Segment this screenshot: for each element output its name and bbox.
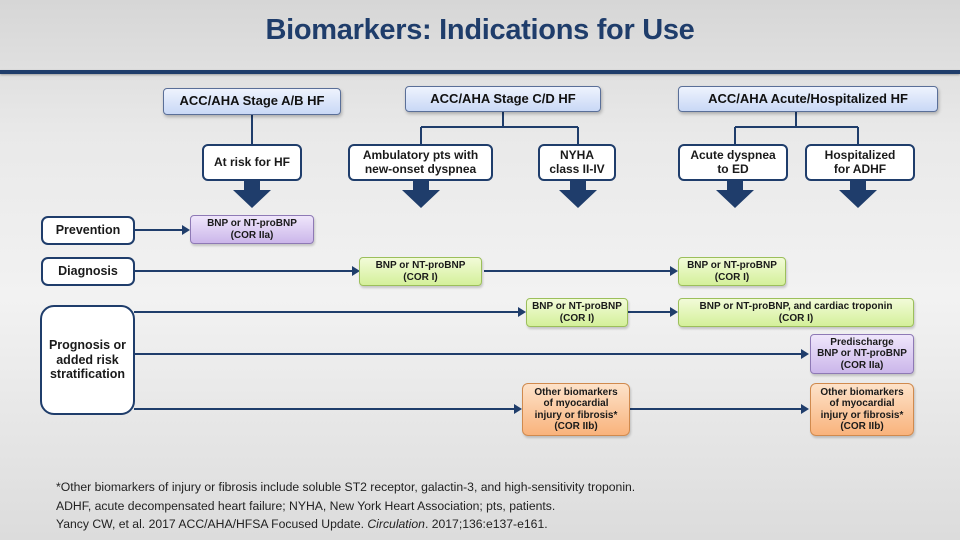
rec-label: Other biomarkers of myocardial injury or…	[820, 386, 904, 433]
population-nyha: NYHA class II-IV	[538, 144, 616, 181]
category-prevention: Prevention	[41, 216, 135, 245]
footnote-asterisk: *Other biomarkers of injury or fibrosis …	[56, 480, 636, 494]
arrowhead-icon	[670, 266, 678, 276]
rec-label: BNP or NT-proBNP (COR IIa)	[207, 218, 297, 241]
stage-acute-box: ACC/AHA Acute/Hospitalized HF	[678, 86, 938, 112]
category-label: Prognosis or added risk stratification	[48, 338, 127, 382]
title-divider	[0, 70, 960, 74]
down-arrow-icon	[559, 181, 597, 208]
down-arrow-icon	[233, 181, 271, 208]
population-label: Acute dyspnea to ED	[690, 147, 776, 176]
footnotes: *Other biomarkers of injury or fibrosis …	[56, 478, 635, 534]
rec-other-hospitalized: Other biomarkers of myocardial injury or…	[810, 383, 914, 436]
footnote-citation: Yancy CW, et al. 2017 ACC/AHA/HFSA Focus…	[56, 515, 635, 534]
rec-label: BNP or NT-proBNP, and cardiac troponin (…	[699, 301, 893, 324]
population-hospitalized: Hospitalized for ADHF	[805, 144, 915, 181]
population-label: Ambulatory pts with new-onset dyspnea	[362, 147, 479, 176]
arrowhead-icon	[801, 404, 809, 414]
slide-title: Biomarkers: Indications for Use	[265, 14, 695, 46]
down-arrow-icon	[839, 181, 877, 208]
rec-label: Other biomarkers of myocardial injury or…	[534, 386, 618, 433]
arrowhead-icon	[352, 266, 360, 276]
rec-other-nyha: Other biomarkers of myocardial injury or…	[522, 383, 630, 436]
down-arrow-icon	[402, 181, 440, 208]
population-label: Hospitalized for ADHF	[824, 147, 896, 176]
rec-prognosis-nyha: BNP or NT-proBNP (COR I)	[526, 298, 628, 327]
citation-text: Yancy CW, et al. 2017 ACC/AHA/HFSA Focus…	[56, 517, 368, 531]
connector-stage-acute	[734, 111, 859, 146]
population-label: At risk for HF	[213, 154, 290, 169]
stage-cd-box: ACC/AHA Stage C/D HF	[405, 86, 601, 112]
stage-ab-label: ACC/AHA Stage A/B HF	[179, 93, 325, 109]
rec-label: BNP or NT-proBNP (COR I)	[375, 260, 466, 283]
down-arrow-icon	[716, 181, 754, 208]
rec-diagnosis-ambulatory: BNP or NT-proBNP (COR I)	[359, 257, 482, 286]
citation-journal: Circulation	[367, 517, 425, 531]
population-ambulatory: Ambulatory pts with new-onset dyspnea	[348, 144, 493, 181]
arrowhead-icon	[518, 307, 526, 317]
rec-prevention-stage-ab: BNP or NT-proBNP (COR IIa)	[190, 215, 314, 244]
arrowhead-icon	[801, 349, 809, 359]
rec-label: Predischarge BNP or NT-proBNP (COR IIa)	[817, 336, 907, 371]
rec-label: BNP or NT-proBNP (COR I)	[687, 260, 777, 283]
stage-ab-box: ACC/AHA Stage A/B HF	[163, 88, 341, 115]
arrowhead-icon	[182, 225, 190, 235]
rec-label: BNP or NT-proBNP (COR I)	[532, 301, 622, 324]
category-label: Diagnosis	[58, 264, 118, 279]
rec-diagnosis-acute: BNP or NT-proBNP (COR I)	[678, 257, 786, 286]
connector-stage-cd	[420, 111, 579, 146]
stage-cd-label: ACC/AHA Stage C/D HF	[430, 90, 576, 106]
footnote-abbreviations: ADHF, acute decompensated heart failure;…	[56, 498, 556, 513]
population-at-risk: At risk for HF	[202, 144, 302, 181]
arrowhead-icon	[514, 404, 522, 414]
category-prognosis: Prognosis or added risk stratification	[40, 305, 135, 415]
citation-volume: . 2017;136:e137-e161.	[424, 517, 548, 531]
arrowhead-icon	[670, 307, 678, 317]
category-label: Prevention	[55, 223, 121, 238]
stage-acute-label: ACC/AHA Acute/Hospitalized HF	[708, 90, 908, 106]
rec-prognosis-acute: BNP or NT-proBNP, and cardiac troponin (…	[678, 298, 914, 327]
category-diagnosis: Diagnosis	[41, 257, 135, 286]
population-acute-dyspnea: Acute dyspnea to ED	[678, 144, 788, 181]
population-label: NYHA class II-IV	[549, 147, 605, 176]
rec-prognosis-predischarge: Predischarge BNP or NT-proBNP (COR IIa)	[810, 334, 914, 374]
